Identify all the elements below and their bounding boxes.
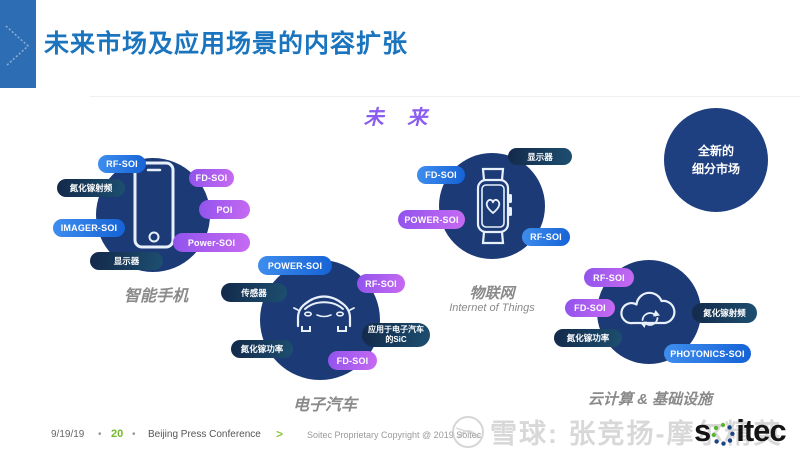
pill-power-soi: Power-SOI — [173, 233, 250, 252]
footer-separator: • — [98, 429, 102, 440]
cloud-label: 云计算 & 基础设施 — [587, 391, 713, 408]
pill-gan-rf: 氮化镓射频 — [57, 179, 125, 197]
page-title: 未来市场及应用场景的内容扩张 — [44, 30, 409, 58]
pill-sic-ev: 应用于电子汽车的SiC — [362, 323, 430, 347]
car-label: 电子汽车 — [292, 397, 357, 414]
pill-gan-power: 氮化镓功率 — [231, 340, 293, 358]
footer-page-number: 20 — [111, 428, 124, 440]
pill-rf-soi: RF-SOI — [522, 228, 570, 246]
pill-fd-soi: FD-SOI — [417, 166, 465, 184]
dotted-o-icon — [711, 422, 735, 446]
pill-fd-soi: FD-SOI — [328, 351, 377, 370]
footer-chevron: > — [276, 427, 284, 441]
new-segment-line1: 全新的 — [697, 144, 734, 158]
new-segment-line2: 细分市场 — [691, 162, 740, 176]
iot-label: 物联网 — [469, 285, 515, 302]
smartwatch-heart-icon — [476, 167, 512, 245]
logo-text-s: s — [694, 413, 711, 448]
pill-rf-soi: RF-SOI — [584, 268, 634, 287]
car-front-icon — [293, 295, 355, 332]
logo-text-itec: itec — [736, 413, 786, 448]
header-divider — [90, 96, 800, 97]
pill-display: 显示器 — [90, 252, 163, 270]
pill-photonics-soi: PHOTONICS-SOI — [664, 344, 751, 363]
footer-separator: • — [132, 429, 136, 440]
pill-display: 显示器 — [508, 148, 572, 165]
cloud-sync-icon — [620, 291, 676, 328]
footer-copyright: Soitec Proprietary Copyright @ 2019 Soit… — [307, 430, 482, 440]
pill-rf-soi: RF-SOI — [98, 155, 146, 173]
pill-poi: POI — [199, 200, 250, 219]
pill-fd-soi: FD-SOI — [565, 299, 615, 317]
pill-power-soi: POWER-SOI — [398, 210, 465, 229]
pill-gan-rf: 氮化镓射频 — [692, 303, 757, 323]
header-accent-bar — [0, 0, 36, 88]
footer-date: 9/19/19 — [51, 429, 85, 440]
smartphone-label: 智能手机 — [123, 288, 188, 305]
pill-sensor: 传感器 — [221, 283, 287, 302]
pill-gan-power: 氮化镓功率 — [554, 329, 622, 347]
soitec-logo: s itec — [694, 413, 787, 449]
smartphone-icon — [133, 161, 175, 249]
pill-imager-soi: IMAGER-SOI — [53, 219, 125, 237]
pill-rf-soi: RF-SOI — [357, 274, 405, 293]
chevron-right-icon — [5, 25, 30, 67]
iot-sublabel: Internet of Things — [449, 302, 535, 314]
pill-power-soi: POWER-SOI — [258, 256, 332, 275]
pill-fd-soi: FD-SOI — [189, 169, 234, 187]
new-segment-circle: 全新的 细分市场 — [664, 108, 768, 212]
footer-event: Beijing Press Conference — [148, 429, 261, 440]
future-label: 未 来 — [363, 107, 437, 129]
